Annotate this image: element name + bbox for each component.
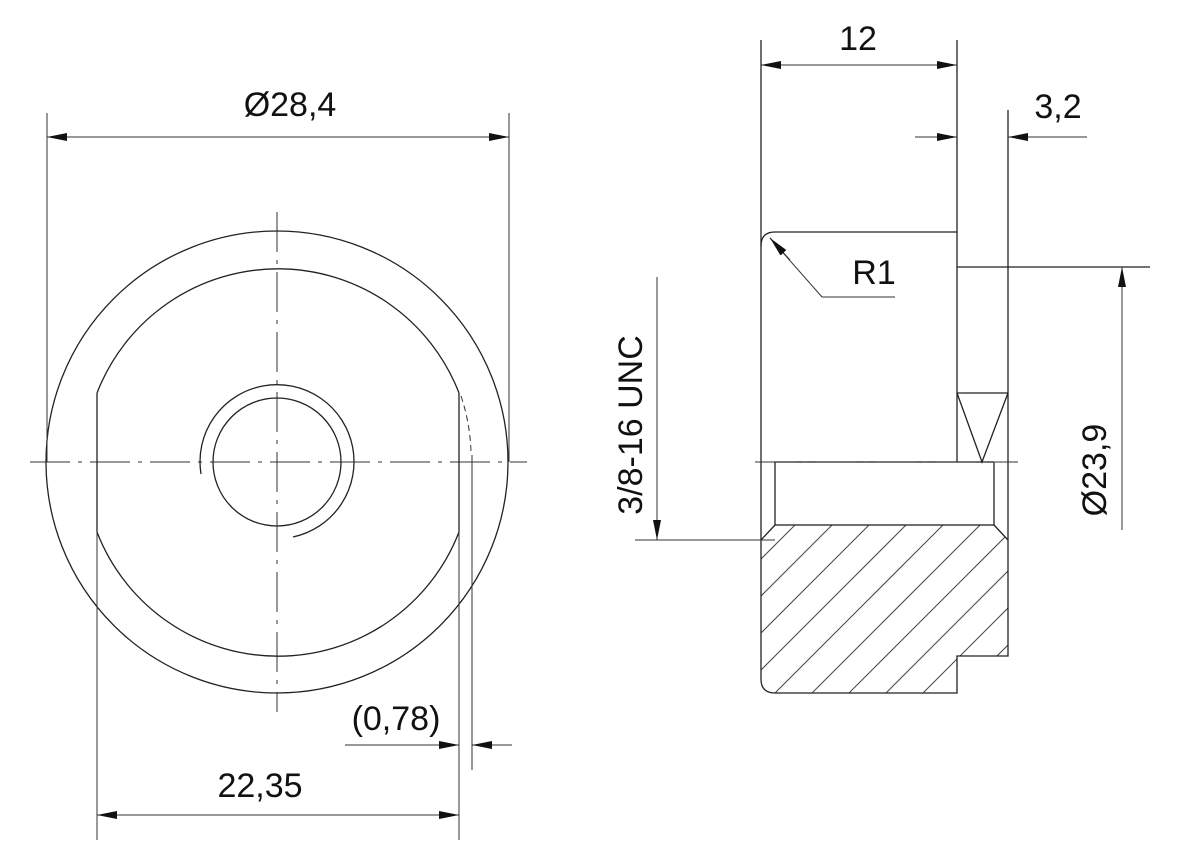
top-outline [760, 40, 958, 247]
radius-arrow [769, 237, 791, 261]
hatch-line [895, 525, 1008, 693]
v-groove [956, 392, 1009, 464]
hatch-line [1118, 500, 1200, 720]
front-view: Ø28,4 22,35 (0,78) [30, 86, 527, 840]
hatch-line [761, 525, 858, 693]
hatch-line [1081, 500, 1200, 720]
dimension-flange-diameter: Ø23,9 [1076, 424, 1114, 517]
section-hatching [761, 500, 1200, 720]
hatch-line [858, 525, 1008, 693]
hatch-line [1006, 525, 1008, 693]
hatch-line [1155, 500, 1200, 720]
dimension-length: 12 [839, 20, 877, 58]
chamfer [760, 524, 776, 541]
hatch-line [761, 525, 969, 693]
hatch-line [821, 525, 1008, 693]
section-outline [760, 40, 1009, 694]
thread-arc [199, 384, 355, 538]
hidden-arc [460, 395, 472, 453]
bore-circle [212, 397, 342, 527]
hatch-line [784, 525, 1006, 693]
inner-circle-top-arc [96, 268, 460, 394]
hatch-line [969, 525, 1008, 693]
hatch-line [761, 525, 932, 693]
inner-circle-bottom-arc [96, 531, 460, 657]
dimension-flat-offset: (0,78) [352, 700, 441, 738]
hatch-line [1044, 500, 1200, 720]
hatch-line [761, 525, 821, 693]
dimension-outer-diameter: Ø28,4 [244, 86, 337, 124]
hatch-line [1192, 500, 1200, 720]
dimension-flat-width: 22,35 [217, 767, 302, 805]
hatch-line [761, 525, 895, 693]
thread-relief [774, 461, 995, 526]
hatch-line [932, 525, 1008, 693]
dimension-radius: R1 [852, 254, 895, 292]
dimension-flange-width: 3,2 [1034, 88, 1081, 126]
outer-circle [45, 230, 509, 694]
dimension-thread: 3/8-16 UNC [612, 335, 650, 515]
section-view: 12 3,2 R1 3/8-16 UNC Ø23,9 [612, 20, 1200, 720]
